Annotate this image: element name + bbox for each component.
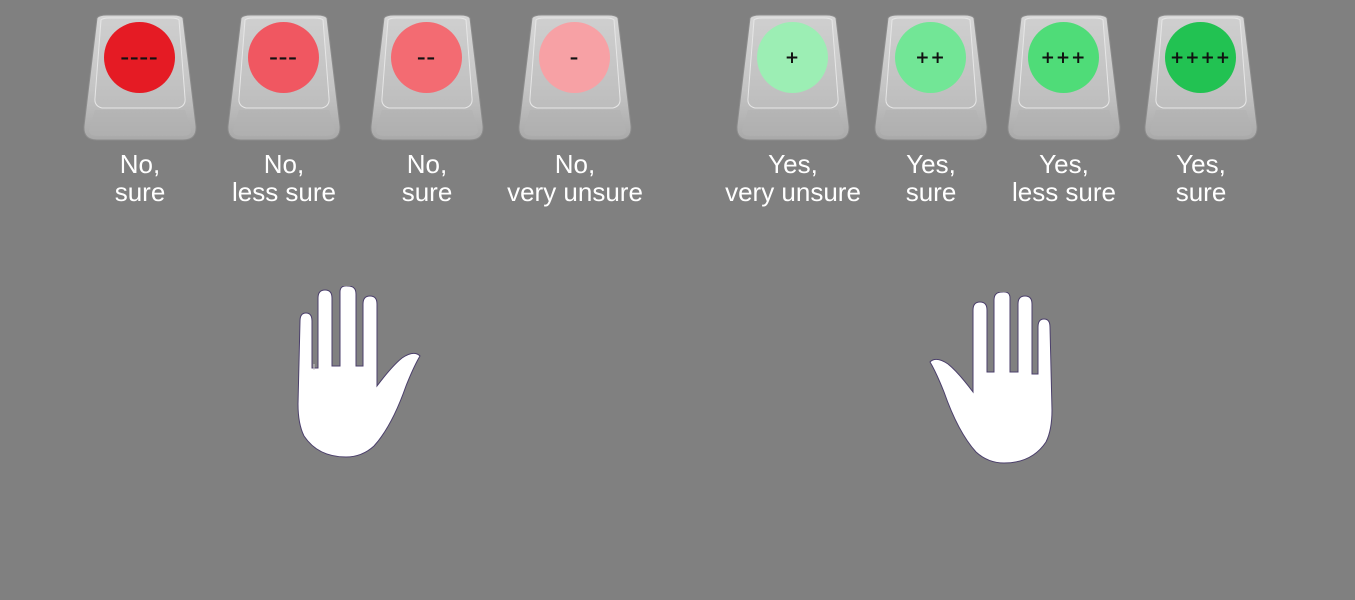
key-symbol-dot: ––––	[104, 22, 175, 93]
response-key-8[interactable]: ++++ Yes,sure	[1126, 14, 1276, 206]
keycap[interactable]: +++	[1007, 14, 1121, 142]
key-symbol-dot: –	[539, 22, 610, 93]
key-label: No,less sure	[232, 150, 336, 206]
key-symbol-dot: +	[757, 22, 828, 93]
key-label-confidence: very unsure	[507, 177, 643, 207]
response-key-6[interactable]: ++ Yes,sure	[856, 14, 1006, 206]
keycap[interactable]: ++++	[1144, 14, 1258, 142]
left-hand-icon	[297, 286, 421, 458]
key-label: Yes,sure	[1176, 150, 1227, 206]
key-label: No,sure	[115, 150, 166, 206]
key-label: No,very unsure	[507, 150, 643, 206]
keycap[interactable]: +	[736, 14, 850, 142]
key-symbol-dot: –––	[248, 22, 319, 93]
key-label-answer: No,	[554, 149, 596, 179]
response-key-7[interactable]: +++ Yes,less sure	[989, 14, 1139, 206]
key-symbol-dot: ––	[391, 22, 462, 93]
key-label-answer: No,	[263, 149, 305, 179]
keycap[interactable]: ––––	[83, 14, 197, 142]
response-key-2[interactable]: ––– No,less sure	[209, 14, 359, 206]
key-label-answer: No,	[406, 149, 448, 179]
key-label: Yes,sure	[906, 150, 957, 206]
key-label-confidence: sure	[1175, 177, 1227, 207]
key-symbol-dot: +++	[1028, 22, 1099, 93]
key-label-confidence: sure	[401, 177, 453, 207]
key-label: No,sure	[402, 150, 453, 206]
key-label: Yes,less sure	[1012, 150, 1116, 206]
key-label-confidence: less sure	[1011, 177, 1117, 207]
keycap[interactable]: ++	[874, 14, 988, 142]
keycap[interactable]: –––	[227, 14, 341, 142]
key-symbol-dot: ++++	[1165, 22, 1236, 93]
response-key-4[interactable]: – No,very unsure	[500, 14, 650, 206]
keycap[interactable]: ––	[370, 14, 484, 142]
response-key-5[interactable]: + Yes,very unsure	[718, 14, 868, 206]
key-symbol-dot: ++	[895, 22, 966, 93]
right-hand-icon	[929, 292, 1053, 464]
key-label-answer: Yes,	[1176, 149, 1226, 179]
key-label-confidence: very unsure	[725, 177, 861, 207]
key-label: Yes,very unsure	[725, 150, 861, 206]
response-key-1[interactable]: –––– No,sure	[65, 14, 215, 206]
keycap[interactable]: –	[518, 14, 632, 142]
key-label-confidence: less sure	[231, 177, 337, 207]
key-label-answer: No,	[119, 149, 161, 179]
key-label-answer: Yes,	[1039, 149, 1089, 179]
response-key-3[interactable]: –– No,sure	[352, 14, 502, 206]
key-label-answer: Yes,	[768, 149, 818, 179]
key-label-confidence: sure	[905, 177, 957, 207]
key-label-confidence: sure	[114, 177, 166, 207]
key-label-answer: Yes,	[906, 149, 956, 179]
